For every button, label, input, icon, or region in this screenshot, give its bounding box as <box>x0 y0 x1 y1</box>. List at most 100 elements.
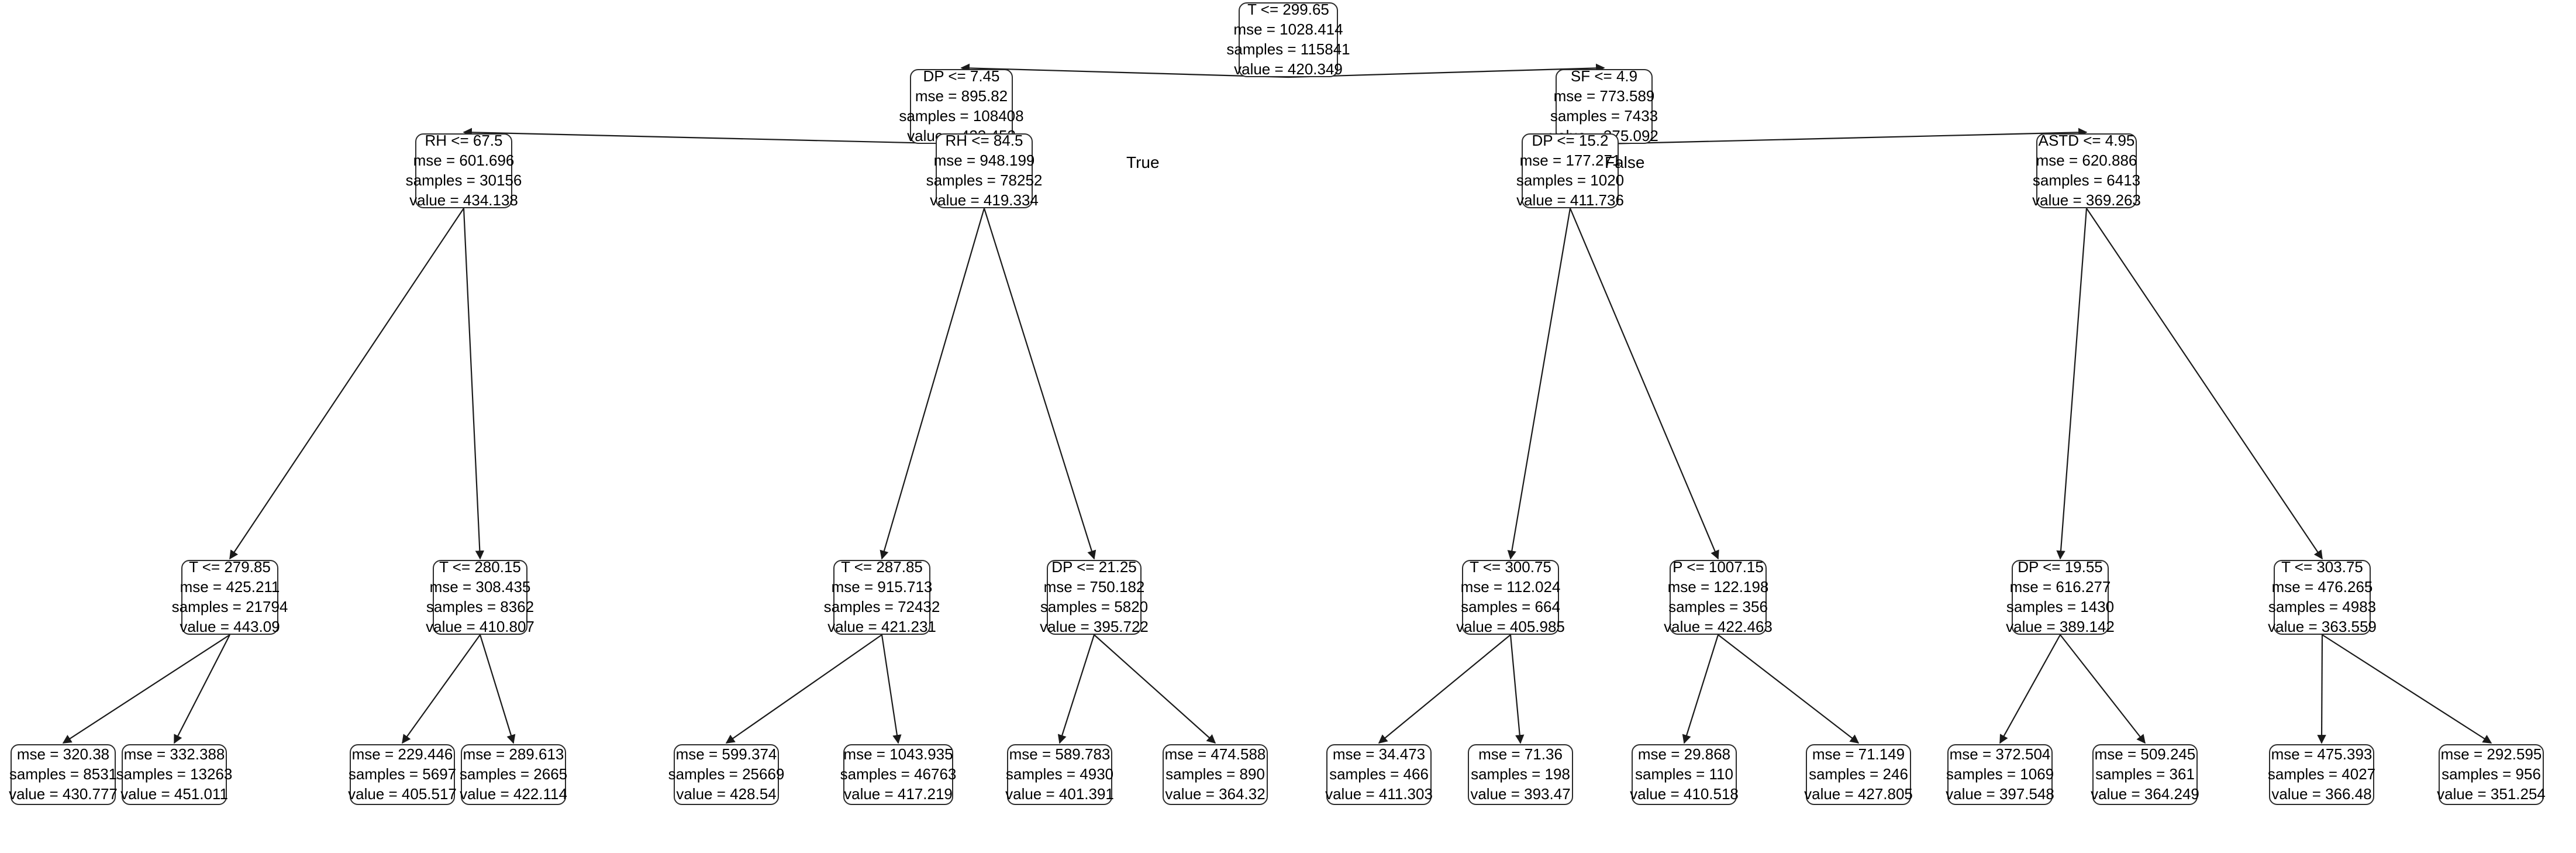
node-samples: samples = 361 <box>2095 765 2195 783</box>
node-value: value = 405.517 <box>348 785 457 803</box>
node-condition: ASTD <= 4.95 <box>2038 132 2135 150</box>
node-mse: mse = 895.82 <box>915 87 1008 105</box>
tree-edge <box>1378 634 1511 744</box>
node-samples: samples = 246 <box>1809 765 1908 783</box>
tree-edge <box>1509 634 1525 744</box>
node-condition: DP <= 19.55 <box>2018 558 2103 576</box>
tree-leaf-node: mse = 475.393 samples = 4027 value = 366.4… <box>2267 744 2376 805</box>
node-value: value = 393.47 <box>1470 785 1571 803</box>
node-samples: samples = 110 <box>1635 765 1733 783</box>
tree-edge <box>1718 634 1860 744</box>
node-mse: mse = 475.393 <box>2271 745 2372 763</box>
node-samples: samples = 956 <box>2441 765 2541 783</box>
node-samples: samples = 25669 <box>668 765 785 783</box>
node-mse: mse = 320.38 <box>16 745 110 763</box>
node-mse: mse = 616.277 <box>2009 578 2111 596</box>
tree-edge <box>2060 634 2146 744</box>
node-mse: mse = 589.783 <box>1009 745 1111 763</box>
node-mse: mse = 332.388 <box>123 745 225 763</box>
node-samples: samples = 890 <box>1165 765 1265 783</box>
node-mse: mse = 29.868 <box>1637 745 1731 763</box>
node-value: value = 401.391 <box>1005 785 1114 803</box>
node-value: value = 397.548 <box>1946 785 2054 803</box>
edge-label-true: True <box>1126 153 1160 171</box>
tree-edge <box>881 634 902 744</box>
node-condition: SF <= 4.9 <box>1570 67 1638 85</box>
node-samples: samples = 1430 <box>2006 598 2115 615</box>
node-value: value = 419.334 <box>930 191 1039 209</box>
node-value: value = 410.518 <box>1630 785 1739 803</box>
node-samples: samples = 13263 <box>116 765 233 783</box>
node-samples: samples = 466 <box>1329 765 1429 783</box>
tree-edge <box>1999 634 2061 744</box>
node-samples: samples = 4983 <box>2268 598 2377 615</box>
tree-edge <box>1603 128 2088 145</box>
node-value: value = 430.777 <box>9 785 118 803</box>
node-condition: T <= 303.75 <box>2281 558 2363 576</box>
node-condition: T <= 280.15 <box>439 558 521 576</box>
node-mse: mse = 601.696 <box>413 152 515 170</box>
node-mse: mse = 620.886 <box>2036 152 2137 170</box>
node-mse: mse = 750.182 <box>1043 578 1145 596</box>
node-value: value = 366.48 <box>2271 785 2372 803</box>
node-mse: mse = 292.595 <box>2440 745 2542 763</box>
node-mse: mse = 425.211 <box>180 578 280 596</box>
tree-edge <box>1569 208 1719 560</box>
node-value: value = 411.736 <box>1516 191 1624 209</box>
node-value: value = 369.263 <box>2032 191 2141 209</box>
node-condition: T <= 300.75 <box>1470 558 1551 576</box>
tree-edge <box>402 634 481 744</box>
node-samples: samples = 1020 <box>1516 171 1625 189</box>
node-value: value = 421.231 <box>827 617 936 635</box>
tree-leaf-node: mse = 332.388 samples = 13263 value = 451.… <box>116 744 232 805</box>
node-mse: mse = 948.199 <box>933 152 1035 170</box>
tree-edge <box>62 634 230 744</box>
node-samples: samples = 4027 <box>2267 765 2376 783</box>
node-mse: mse = 308.435 <box>429 578 531 596</box>
node-mse: mse = 34.473 <box>1332 745 1426 763</box>
node-value: value = 434.138 <box>409 191 518 209</box>
edge-label-false: False <box>1605 153 1645 171</box>
tree-edge <box>1507 208 1571 560</box>
node-samples: samples = 5697 <box>348 765 457 783</box>
node-samples: samples = 4930 <box>1005 765 1114 783</box>
node-value: value = 364.32 <box>1165 785 1265 803</box>
tree-edge <box>229 208 464 560</box>
node-value: value = 363.559 <box>2268 617 2377 635</box>
node-value: value = 422.114 <box>460 785 567 803</box>
tree-edge <box>880 208 985 560</box>
node-samples: samples = 115841 <box>1226 40 1350 58</box>
node-condition: T <= 287.85 <box>841 558 923 576</box>
tree-edge <box>479 634 516 744</box>
node-samples: samples = 46763 <box>840 765 957 783</box>
node-condition: DP <= 21.25 <box>1051 558 1137 576</box>
node-condition: P <= 1007.15 <box>1672 558 1764 576</box>
node-samples: samples = 7433 <box>1550 107 1658 125</box>
node-value: value = 405.985 <box>1456 617 1565 635</box>
node-mse: mse = 71.149 <box>1812 745 1905 763</box>
node-mse: mse = 509.245 <box>2094 745 2196 763</box>
node-samples: samples = 5820 <box>1040 598 1149 615</box>
tree-edge <box>725 634 882 744</box>
node-mse: mse = 599.374 <box>675 745 777 763</box>
tree-leaf-node: mse = 29.868 samples = 110 value = 410.518 <box>1630 744 1739 805</box>
node-condition: T <= 299.65 <box>1247 1 1329 19</box>
node-value: value = 451.011 <box>120 785 228 803</box>
node-samples: samples = 198 <box>1471 765 1570 783</box>
